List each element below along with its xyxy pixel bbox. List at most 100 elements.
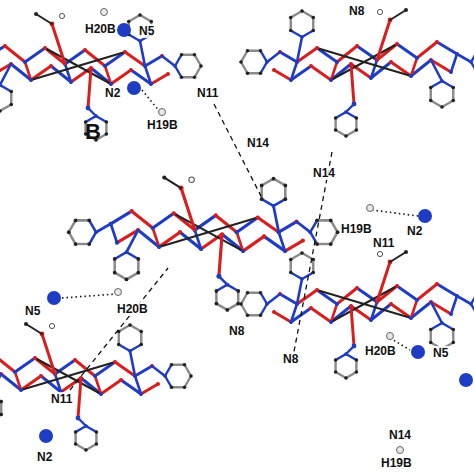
bond bbox=[165, 365, 172, 376]
complex-molecule bbox=[239, 8, 474, 138]
bond bbox=[317, 243, 331, 246]
nitrogen-sphere bbox=[411, 345, 425, 359]
bond bbox=[185, 376, 192, 387]
atom bbox=[429, 99, 433, 103]
atom bbox=[256, 215, 260, 219]
atom bbox=[139, 330, 143, 334]
atom bbox=[84, 448, 88, 452]
bond bbox=[331, 220, 338, 232]
atom bbox=[272, 177, 276, 181]
bond bbox=[274, 312, 291, 322]
hydrogen-atom bbox=[377, 9, 382, 14]
atom bbox=[156, 382, 160, 386]
bond bbox=[31, 52, 125, 80]
atom bbox=[246, 291, 250, 295]
bond bbox=[127, 273, 139, 280]
bond bbox=[431, 60, 442, 81]
atom bbox=[435, 40, 439, 44]
atom-label: N2 bbox=[104, 86, 121, 100]
atom bbox=[178, 230, 182, 234]
atom bbox=[128, 323, 132, 327]
bond bbox=[312, 18, 314, 31]
bond bbox=[437, 42, 457, 54]
atom bbox=[329, 78, 333, 82]
atom-label: N8 bbox=[228, 324, 245, 338]
atom bbox=[344, 134, 348, 138]
bond bbox=[195, 230, 201, 249]
bond bbox=[280, 52, 297, 62]
atom bbox=[172, 211, 176, 215]
atom-label: N5 bbox=[24, 304, 41, 318]
bond bbox=[431, 81, 442, 88]
bond bbox=[76, 219, 90, 222]
atom bbox=[199, 64, 203, 68]
bond bbox=[371, 302, 377, 320]
bond bbox=[0, 105, 11, 112]
atom bbox=[9, 103, 13, 107]
atom bbox=[355, 358, 359, 362]
atom bbox=[404, 250, 408, 254]
bond bbox=[159, 218, 258, 247]
bond bbox=[317, 290, 411, 318]
atom bbox=[139, 392, 143, 396]
nitrogen-sphere bbox=[418, 209, 432, 223]
atom bbox=[34, 12, 38, 16]
bond bbox=[145, 66, 151, 84]
atom bbox=[193, 53, 197, 57]
atom bbox=[344, 376, 348, 380]
bond bbox=[431, 323, 442, 330]
atom bbox=[329, 242, 333, 246]
bond bbox=[195, 66, 202, 77]
bond bbox=[127, 230, 139, 252]
atom bbox=[309, 306, 313, 310]
bond bbox=[411, 58, 417, 76]
bond bbox=[42, 334, 55, 374]
bond bbox=[274, 179, 286, 186]
bond bbox=[0, 64, 11, 85]
atom bbox=[129, 68, 133, 72]
complex-molecule bbox=[0, 322, 193, 452]
bond bbox=[129, 15, 140, 22]
atom bbox=[315, 242, 319, 246]
bond bbox=[216, 304, 227, 310]
atom-label: N5 bbox=[138, 24, 155, 38]
atom bbox=[355, 128, 359, 132]
atom bbox=[74, 218, 78, 222]
atom bbox=[311, 16, 315, 20]
atom bbox=[105, 120, 109, 124]
atom bbox=[315, 46, 319, 50]
nitrogen-sphere bbox=[459, 373, 473, 387]
bond bbox=[451, 296, 457, 314]
bond bbox=[331, 232, 338, 244]
bond bbox=[290, 260, 292, 273]
atom bbox=[23, 60, 27, 64]
bond bbox=[351, 64, 354, 104]
atom bbox=[451, 341, 455, 345]
atom-label: N2 bbox=[406, 224, 423, 238]
hydrogen-sphere bbox=[159, 109, 166, 116]
bond bbox=[430, 330, 432, 343]
atom bbox=[451, 86, 455, 90]
bond bbox=[437, 284, 457, 296]
bond bbox=[261, 62, 268, 73]
atom bbox=[355, 370, 359, 374]
atom bbox=[415, 56, 419, 60]
bond bbox=[135, 376, 141, 394]
contacts bbox=[62, 90, 418, 390]
atom bbox=[43, 46, 47, 50]
bond bbox=[145, 56, 162, 66]
atom bbox=[214, 302, 218, 306]
bond bbox=[261, 51, 268, 62]
atom bbox=[0, 400, 3, 404]
bond bbox=[267, 52, 280, 62]
atom bbox=[99, 392, 103, 396]
atom bbox=[236, 289, 240, 293]
bond bbox=[317, 48, 411, 76]
bond bbox=[346, 104, 354, 112]
bond bbox=[140, 41, 145, 66]
bond bbox=[243, 236, 264, 251]
atom bbox=[301, 239, 305, 243]
atom bbox=[272, 310, 276, 314]
bond bbox=[357, 288, 377, 302]
bond bbox=[172, 364, 185, 366]
